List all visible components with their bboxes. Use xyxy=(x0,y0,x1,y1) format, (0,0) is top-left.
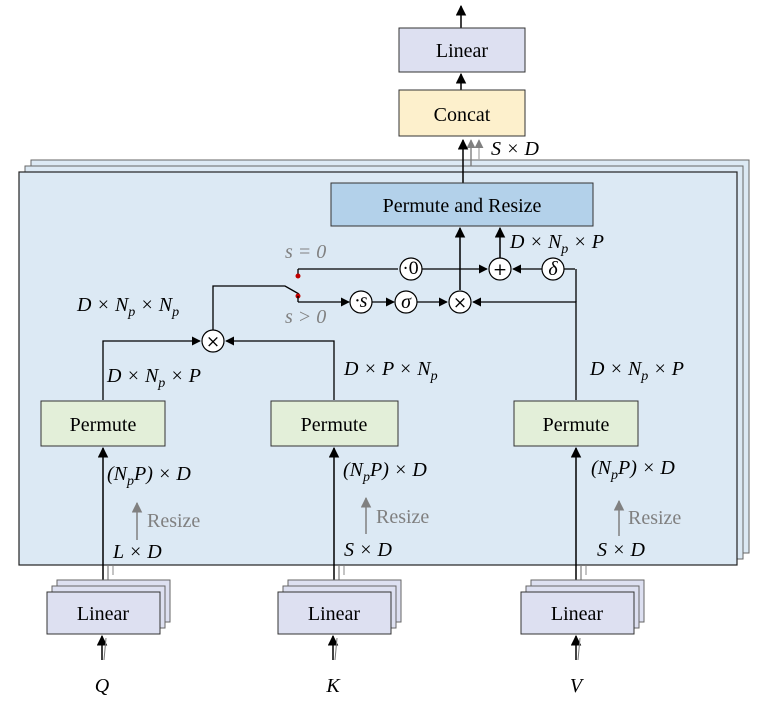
v-permute-out-label: D × Np × P xyxy=(589,358,684,384)
permute-resize-label: Permute and Resize xyxy=(383,195,542,217)
q-to-multiply-arrow xyxy=(102,336,201,400)
attn-map-dim-label: D × Np × Np xyxy=(76,294,179,320)
k-permute-out-label: D × P × Np xyxy=(343,358,438,384)
head-panel xyxy=(18,171,738,566)
permute-q-block xyxy=(40,400,166,447)
qk-multiply-op xyxy=(201,329,225,353)
q-resized-dim-label: (NpP) × D xyxy=(107,463,191,489)
permute-k-label: Permute xyxy=(301,414,368,436)
qk-multiply-label: × xyxy=(206,332,220,352)
q-resize-label: Resize xyxy=(147,510,200,532)
v-resize-label: Resize xyxy=(628,507,681,529)
input-q-label: Q xyxy=(95,675,110,697)
scale-zero-label: ·0 xyxy=(403,259,419,279)
gate-multiply-label: × xyxy=(453,293,467,313)
s-pos-label: s > 0 xyxy=(285,306,326,328)
s-zero-label: s = 0 xyxy=(285,241,326,263)
input-k-label: K xyxy=(325,675,341,697)
k-resize-label: Resize xyxy=(376,506,429,528)
switch-contact-top xyxy=(295,273,301,279)
gate-multiply-op xyxy=(448,290,472,314)
k-resized-dim-label: (NpP) × D xyxy=(343,459,427,485)
permute-q-label: Permute xyxy=(70,414,137,436)
scale-s-label: ·s xyxy=(355,290,368,312)
v-input-dim-label: S × D xyxy=(597,539,645,561)
add-op xyxy=(488,257,512,281)
k-to-multiply-arrow xyxy=(225,336,335,400)
concat-block xyxy=(398,89,526,137)
q-permute-out-label: D × Np × P xyxy=(106,365,201,391)
linear-q-block xyxy=(46,591,161,635)
input-v-label: V xyxy=(570,675,585,697)
permute-resize-block xyxy=(330,182,594,227)
v-input-arrow-2 xyxy=(577,637,581,661)
q-input-arrow-2 xyxy=(103,637,107,661)
q-input-dim-label: L × D xyxy=(112,541,162,563)
delta-label: δ xyxy=(548,258,558,280)
top-linear-block xyxy=(398,27,526,73)
linear-v-label: Linear xyxy=(551,603,604,625)
v-resized-dim-label: (NpP) × D xyxy=(591,457,675,483)
switch-wire xyxy=(212,285,300,331)
permute-v-label: Permute xyxy=(543,414,610,436)
pr-input-dim-label: D × Np × P xyxy=(509,231,604,257)
k-input-dim-label: S × D xyxy=(344,539,392,561)
linear-k-block xyxy=(277,591,392,635)
linear-k-label: Linear xyxy=(308,603,361,625)
concat-dim-label: S × D xyxy=(491,138,539,160)
add-op-label: + xyxy=(493,260,507,280)
permute-k-block xyxy=(270,400,399,447)
concat-label: Concat xyxy=(434,104,491,126)
k-input-arrow-2 xyxy=(334,637,338,661)
top-linear-label: Linear xyxy=(436,40,489,62)
sigma-label: σ xyxy=(401,291,412,313)
permute-v-block xyxy=(513,400,639,447)
linear-v-block xyxy=(520,591,635,635)
linear-q-label: Linear xyxy=(77,603,130,625)
